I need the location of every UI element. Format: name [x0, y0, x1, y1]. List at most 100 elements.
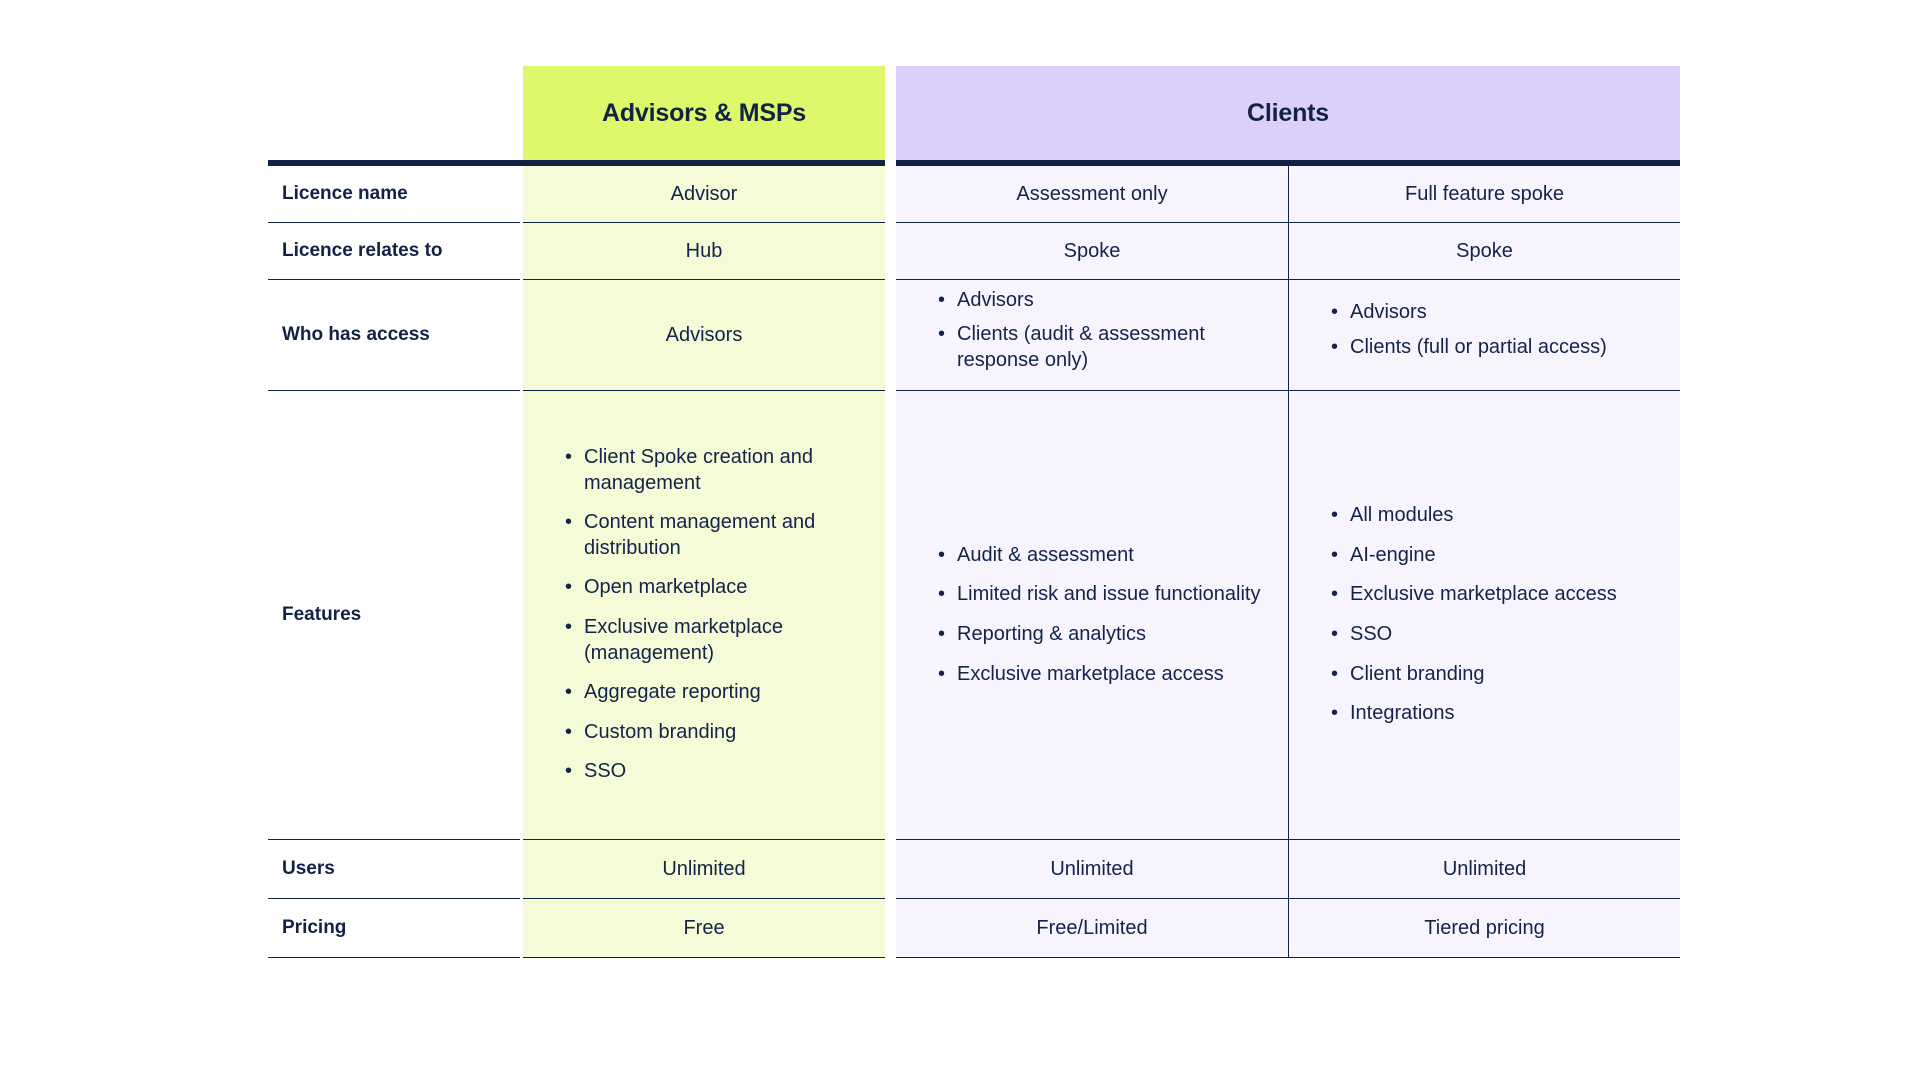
list-item: • Client branding [1331, 662, 1656, 688]
list-item-label: Clients (audit & assessment response onl… [957, 323, 1205, 371]
list-item: • Advisors [938, 288, 1264, 314]
list-item: •SSO [1331, 622, 1656, 648]
header-label-column [268, 66, 520, 160]
row-label-features: Features [268, 391, 520, 840]
row-gap-1 [520, 280, 523, 391]
table-row: Users Unlimited Unlimited Unlimited [268, 840, 1681, 899]
list-item: •Clients (full or partial access) [1331, 335, 1656, 361]
list-item: • Aggregate reporting [565, 680, 857, 706]
bullet-icon: • [565, 720, 573, 743]
cell-value: Advisor [670, 182, 738, 205]
list-item-label: Custom branding [584, 720, 737, 743]
header-divider-row [268, 160, 1681, 166]
cell-advisor-pricing: Free [523, 899, 885, 958]
list-item-label: Advisors [1350, 301, 1427, 324]
list-item: •Limited risk and issue functionality [938, 582, 1264, 608]
list-item: • SSO [565, 759, 857, 785]
list-item: •Open marketplace [565, 575, 857, 601]
cell-value: Free/Limited [1036, 916, 1148, 939]
list-item: •Exclusive marketplace (management) [565, 615, 857, 666]
header-rule-gap-2 [885, 160, 896, 166]
header-clients: Clients [896, 66, 1681, 160]
list-item-label: SSO [584, 760, 627, 783]
header-row: Advisors & MSPs Clients [268, 66, 1681, 160]
bullet-icon: • [1331, 543, 1339, 566]
header-rule-gap-1 [520, 160, 523, 166]
cell-value: Spoke [1063, 239, 1121, 262]
cell-advisor-users: Unlimited [523, 840, 885, 899]
bullet-icon: • [938, 288, 946, 311]
cell-client-assessment-who-has-access: • Advisors • Clients (audit & assessment r… [896, 280, 1288, 391]
header-gap-2 [885, 66, 896, 160]
cell-client-assessment-users: Unlimited [896, 840, 1288, 899]
bullet-list: • Advisors • Clients (audit & assessment r… [896, 288, 1288, 374]
cell-advisor-features: •Client Spoke creation and management •C… [523, 391, 885, 840]
list-item-label: Advisors [957, 288, 1034, 311]
cell-value: Free [683, 916, 725, 939]
list-item: • All modules [1331, 503, 1656, 529]
table-row: Who has access Advisors •Advisors •Clien… [268, 280, 1681, 391]
header-rule-clients [896, 160, 1681, 166]
bullet-icon: • [565, 760, 573, 783]
list-item-label: Client branding [1350, 662, 1485, 685]
list-item-label: Clients (full or partial access) [1350, 336, 1607, 358]
list-item: •Client Spoke creation and management [565, 445, 857, 496]
list-item-label: Exclusive marketplace access [957, 662, 1224, 685]
bullet-icon: • [938, 623, 946, 645]
cell-client-full-licence-name: Full feature spoke [1288, 166, 1681, 223]
cell-client-full-features: • All modules • AI-engine •Exclusive marke… [1288, 391, 1681, 840]
cell-value: Spoke [1456, 239, 1513, 262]
licence-comparison-table: Advisors & MSPs Clients Licence name Adv… [268, 66, 1681, 958]
list-item: •Reporting & analytics [938, 622, 1264, 648]
list-item-label: All modules [1350, 504, 1454, 527]
header-rule-label [268, 160, 520, 166]
bullet-icon: • [938, 662, 946, 685]
bullet-list: •Advisors •Clients (full or partial acce… [1289, 300, 1680, 360]
bullet-icon: • [938, 323, 946, 346]
cell-value: Unlimited [662, 857, 746, 880]
table-header: Advisors & MSPs Clients [268, 66, 1681, 166]
row-label-who-has-access: Who has access [268, 280, 520, 391]
row-label-users: Users [268, 840, 520, 899]
row-gap-1 [520, 166, 523, 223]
row-gap-1 [520, 223, 523, 280]
bullet-icon: • [565, 681, 573, 704]
list-item: •Integrations [1331, 701, 1656, 727]
list-item-label: Aggregate reporting [584, 681, 761, 704]
list-item-label: Open marketplace [584, 576, 748, 599]
cell-client-full-who-has-access: •Advisors •Clients (full or partial acce… [1288, 280, 1681, 391]
bullet-icon: • [1331, 623, 1339, 645]
row-gap-2 [885, 899, 896, 958]
cell-value: Tiered pricing [1424, 916, 1545, 939]
table-row: Pricing Free Free/Limited Tiered pricing [268, 899, 1681, 958]
list-item: • Custom branding [565, 720, 857, 746]
list-item: • AI-engine [1331, 543, 1656, 569]
bullet-icon: • [565, 446, 573, 469]
list-item-label: Exclusive marketplace (management) [584, 616, 783, 664]
row-gap-2 [885, 391, 896, 840]
list-item: •Advisors [1331, 300, 1656, 326]
list-item: •Audit & assessment [938, 543, 1264, 569]
table-row: Features •Client Spoke creation and mana… [268, 391, 1681, 840]
list-item: •Exclusive marketplace access [1331, 582, 1656, 608]
bullet-icon: • [1331, 504, 1339, 527]
cell-value: Hub [685, 239, 723, 262]
list-item: •Content management and distribution [565, 510, 857, 561]
bullet-icon: • [938, 583, 946, 606]
list-item-label: Content management and distribution [584, 511, 816, 559]
row-gap-1 [520, 899, 523, 958]
bullet-icon: • [938, 543, 946, 566]
bullet-icon: • [1331, 662, 1339, 685]
cell-advisor-who-has-access: Advisors [523, 280, 885, 391]
table-body: Licence name Advisor Assessment only Ful… [268, 166, 1681, 958]
row-label-pricing: Pricing [268, 899, 520, 958]
list-item-label: AI-engine [1350, 543, 1436, 566]
row-gap-2 [885, 223, 896, 280]
row-gap-2 [885, 840, 896, 899]
cell-value: Unlimited [1050, 857, 1134, 880]
header-advisors-msps: Advisors & MSPs [523, 66, 885, 160]
cell-client-full-users: Unlimited [1288, 840, 1681, 899]
header-gap-1 [520, 66, 523, 160]
header-rule-advisors [523, 160, 885, 166]
table-row: Licence relates to Hub Spoke Spoke [268, 223, 1681, 280]
